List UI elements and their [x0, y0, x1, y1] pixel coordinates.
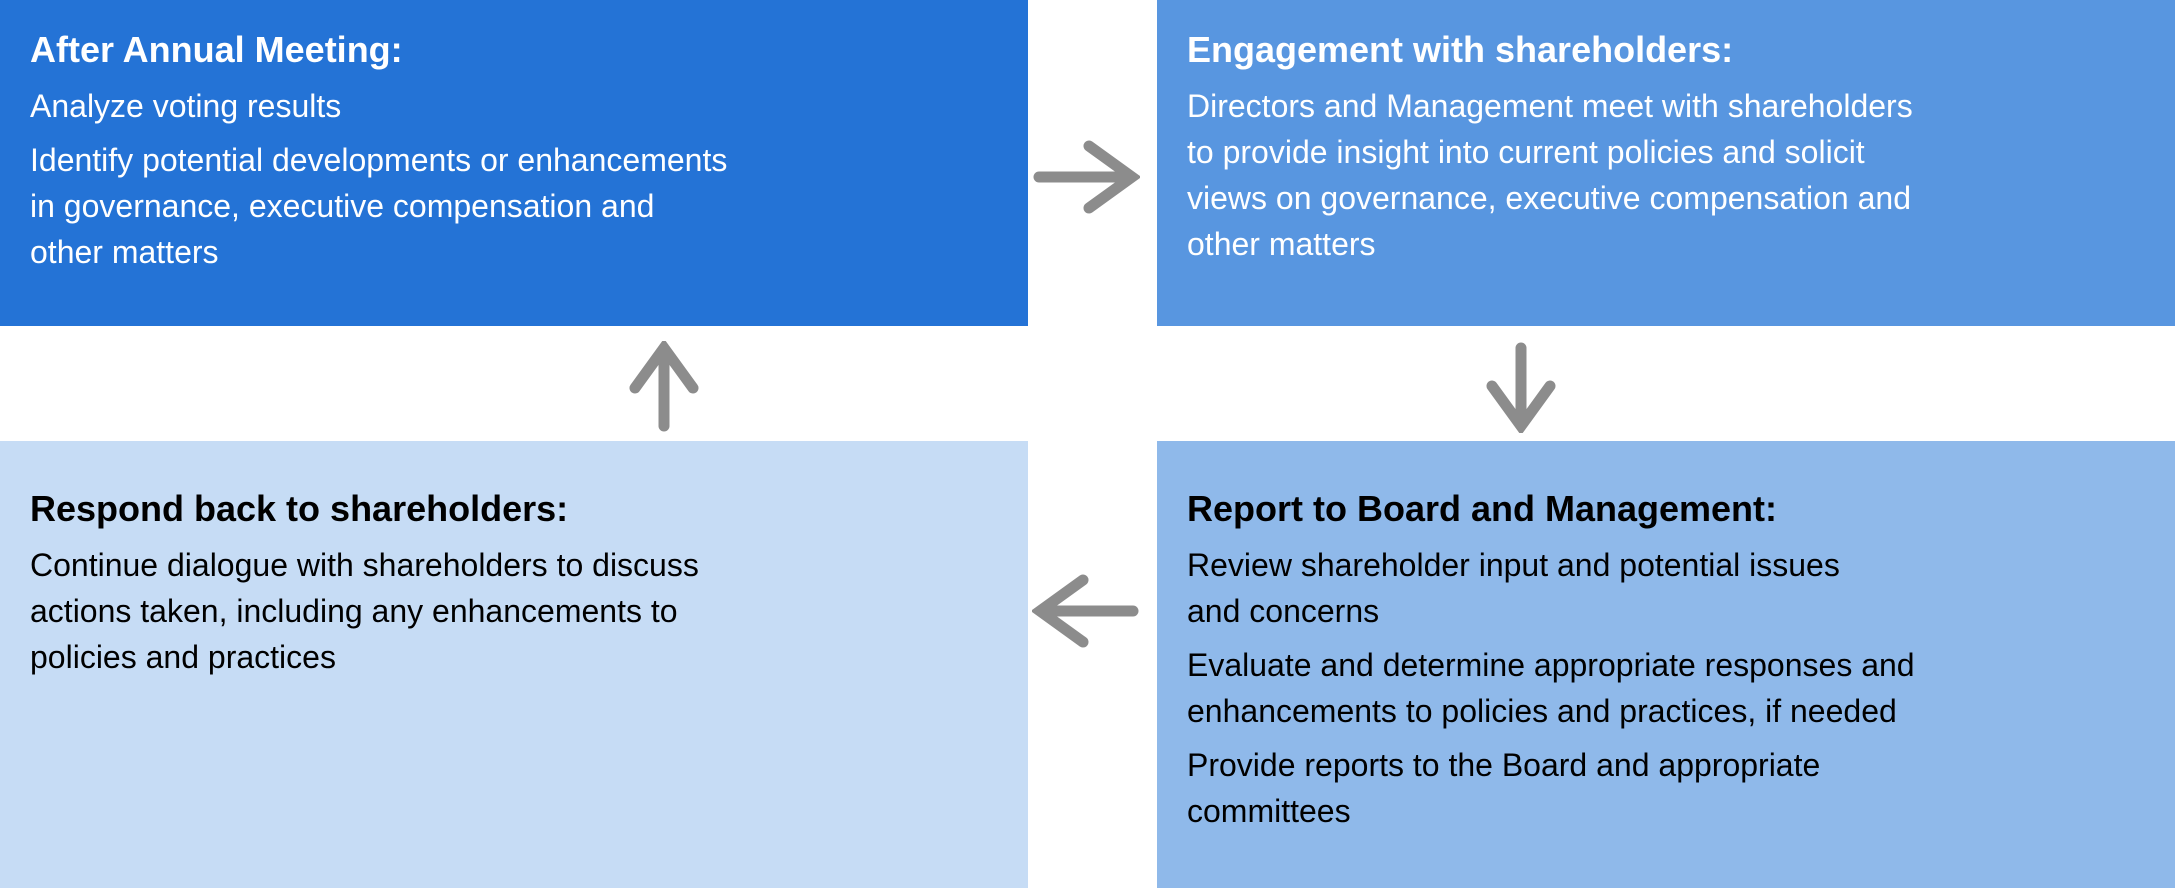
box-after-annual-meeting: After Annual Meeting: Analyze voting res… — [0, 0, 1028, 326]
box-title: Report to Board and Management: — [1187, 488, 1778, 529]
box-paragraph: Provide reports to the Board and appropr… — [1187, 747, 1821, 830]
box-engagement-with-shareholders: Engagement with shareholders: Directors … — [1157, 0, 2175, 326]
box-paragraph: Continue dialogue with shareholders to d… — [30, 547, 699, 676]
up-arrow-icon — [628, 341, 700, 433]
box-respond-back-to-shareholders: Respond back to shareholders: Continue d… — [0, 441, 1028, 888]
right-arrow-icon — [1032, 138, 1140, 216]
left-arrow-icon — [1032, 572, 1140, 650]
box-paragraph: Evaluate and determine appropriate respo… — [1187, 647, 1915, 730]
box-title: After Annual Meeting: — [30, 29, 403, 70]
box-paragraph: Analyze voting results — [30, 88, 342, 125]
box-paragraph: Review shareholder input and potential i… — [1187, 547, 1840, 630]
box-paragraph: Directors and Management meet with share… — [1187, 88, 1913, 263]
box-title: Respond back to shareholders: — [30, 488, 569, 529]
box-title: Engagement with shareholders: — [1187, 29, 1734, 70]
box-paragraph: Identify potential developments or enhan… — [30, 142, 728, 271]
box-report-to-board-and-management: Report to Board and Management: Review s… — [1157, 441, 2175, 888]
down-arrow-icon — [1485, 341, 1557, 433]
